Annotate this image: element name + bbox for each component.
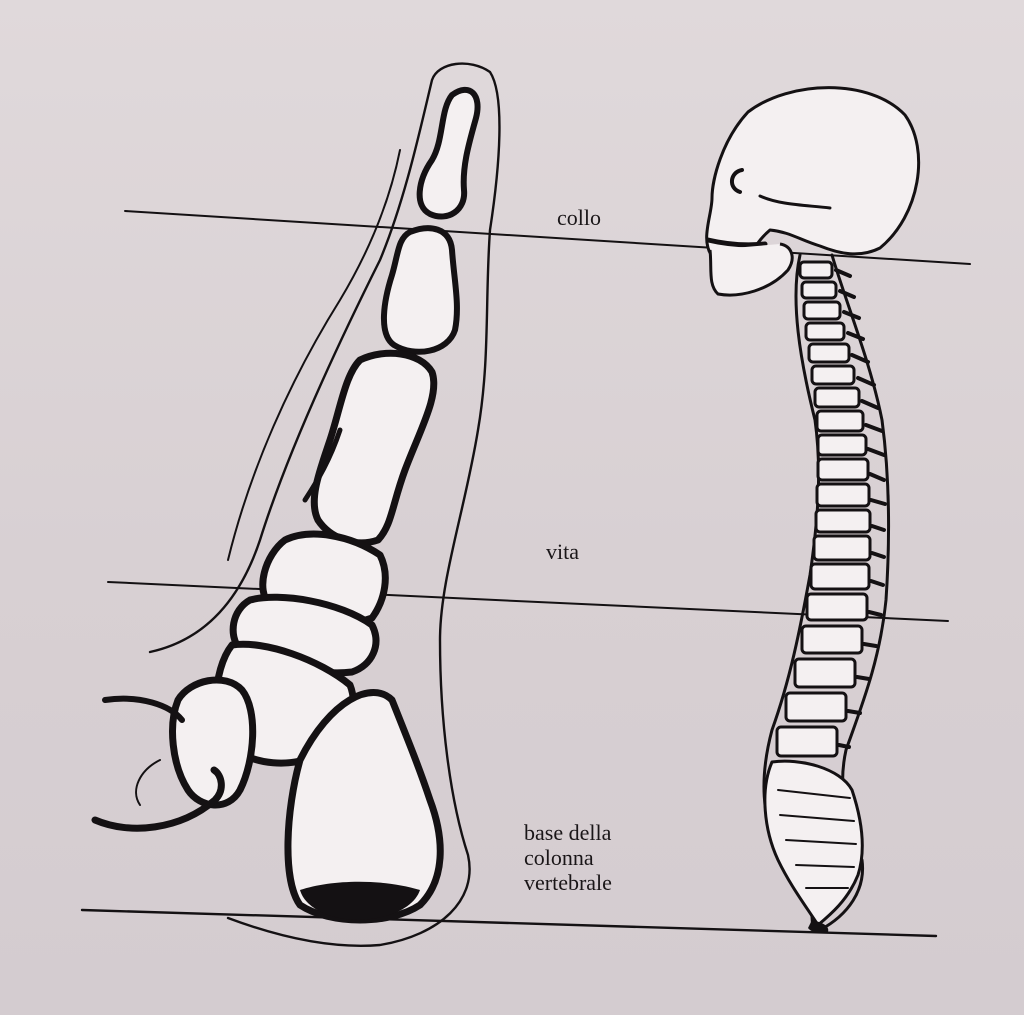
leg-stump xyxy=(102,695,185,723)
leg-stump-lower xyxy=(91,766,225,832)
spinous-process xyxy=(856,376,886,482)
vertebra xyxy=(800,280,838,300)
skull-jaw xyxy=(708,242,794,297)
phalanx-bone xyxy=(380,225,460,355)
skull-teeth xyxy=(705,237,768,248)
foot-inner-contour xyxy=(227,149,401,561)
vertebra xyxy=(814,508,872,534)
spine-base-label-line: vertebrale xyxy=(524,870,612,895)
leg-stump-curl xyxy=(135,759,161,806)
spine-base-label-line: base della xyxy=(524,820,612,845)
sacrum-bone xyxy=(763,759,864,927)
vertebra xyxy=(809,562,871,591)
vertebra xyxy=(816,457,870,482)
vertebra xyxy=(793,657,857,689)
vertebra xyxy=(815,482,871,508)
vertebra xyxy=(813,386,861,409)
vertebra xyxy=(816,433,868,457)
vertebra xyxy=(775,725,839,758)
skull-cranium xyxy=(705,86,921,271)
vertebra xyxy=(810,364,856,386)
vertebra xyxy=(798,260,834,280)
waist-label: vita xyxy=(546,539,579,564)
vertebra xyxy=(807,342,851,364)
coccyx xyxy=(808,920,829,933)
heel-shadow xyxy=(300,881,420,920)
neck-label: collo xyxy=(557,205,601,230)
sacrum-ridges xyxy=(777,789,857,889)
metatarsal-shadow xyxy=(302,427,343,503)
toe-tip-bone xyxy=(416,86,481,220)
base-line xyxy=(80,908,938,938)
spinous-processes xyxy=(834,268,887,749)
vertebra xyxy=(815,409,865,433)
spinous-process xyxy=(834,268,870,364)
skull-cheek xyxy=(758,194,832,210)
vertebra xyxy=(800,624,864,655)
vertebra xyxy=(812,534,872,562)
spinous-process xyxy=(837,642,878,749)
heel-bone xyxy=(284,689,444,924)
vertebra xyxy=(805,592,869,622)
spine-base-label: base della colonna vertebrale xyxy=(524,820,612,895)
ankle-bone xyxy=(169,676,257,809)
spine-base-label-line: colonna xyxy=(524,845,594,870)
neck-line xyxy=(124,210,971,265)
vertebra xyxy=(804,321,846,342)
metatarsal-bone xyxy=(310,349,438,547)
spinous-process xyxy=(867,498,887,617)
vertebra xyxy=(784,691,848,723)
foot-outline xyxy=(148,62,501,947)
vertebra xyxy=(802,300,842,321)
skull-eye-socket xyxy=(730,168,744,194)
vertebrae xyxy=(775,260,872,758)
foot-figure xyxy=(91,62,501,947)
skeleton-figure xyxy=(705,86,921,933)
